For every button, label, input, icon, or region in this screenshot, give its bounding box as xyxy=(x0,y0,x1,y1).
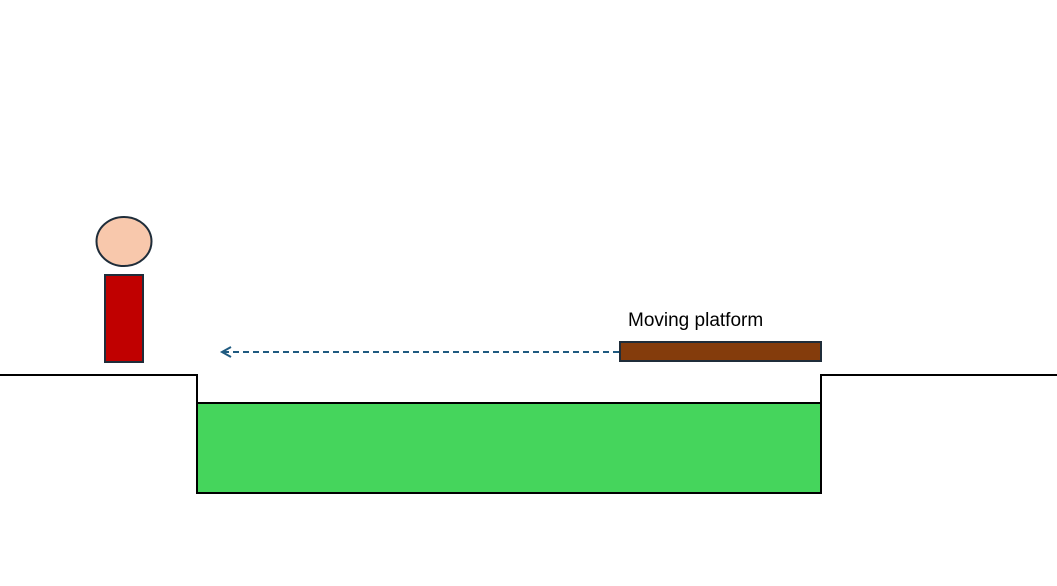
ground-line-right xyxy=(820,374,1057,403)
platform-label: Moving platform xyxy=(628,310,763,331)
moving-platform xyxy=(619,341,822,362)
motion-arrowhead xyxy=(219,346,232,358)
ground-line xyxy=(0,374,198,403)
player-body xyxy=(104,274,144,363)
player-head xyxy=(95,216,153,267)
player-character xyxy=(95,216,153,363)
pool-water xyxy=(196,402,822,494)
